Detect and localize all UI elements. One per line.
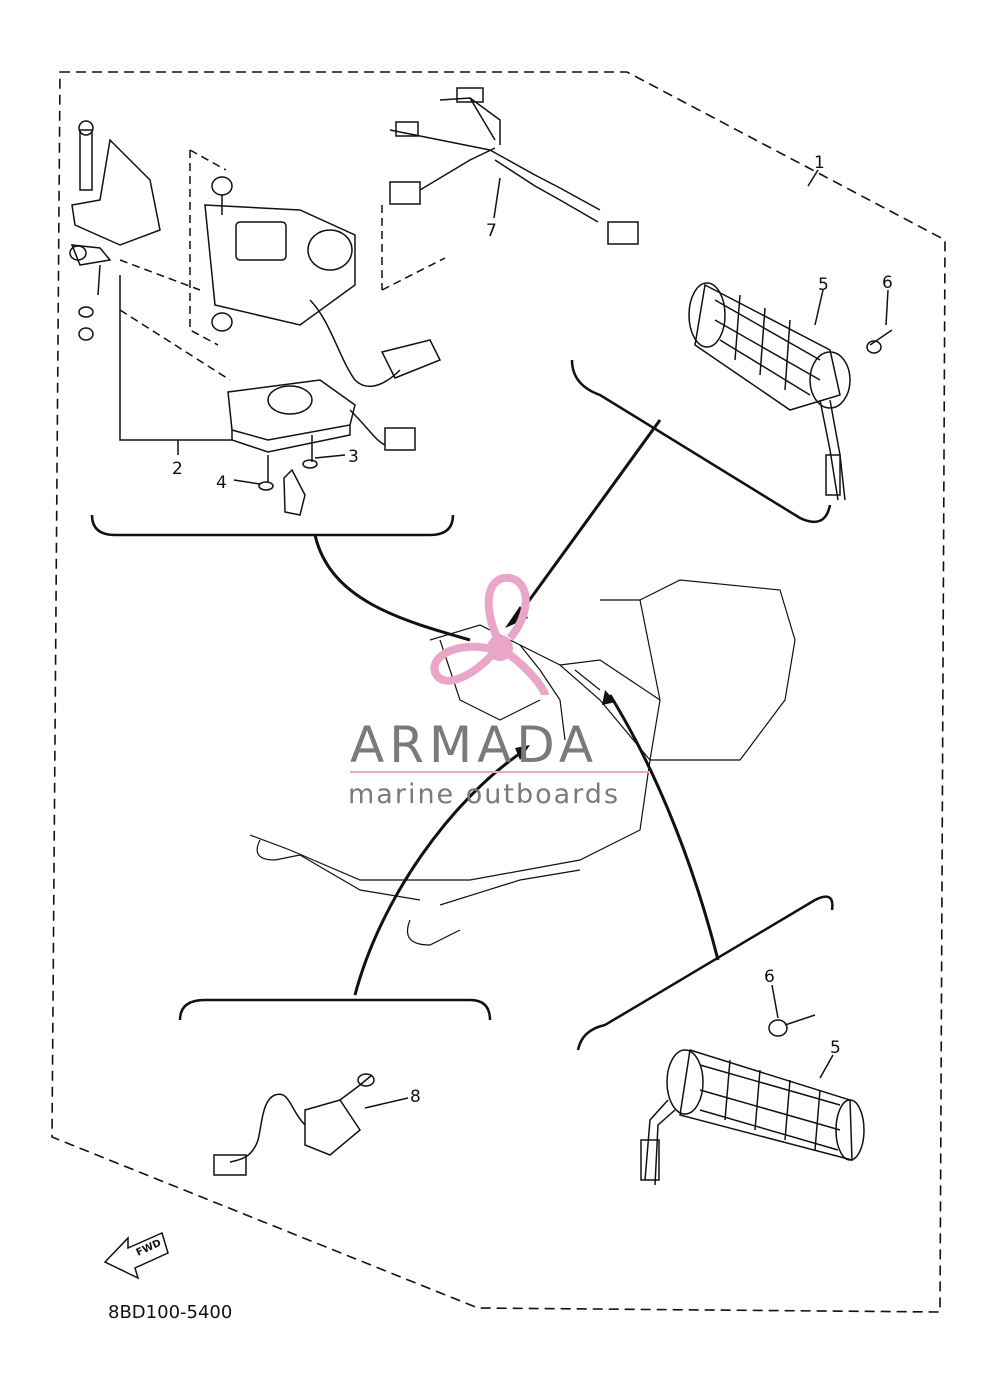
heated-grip-bottom bbox=[576, 895, 865, 1186]
armada-watermark: ARMADA marine outboards bbox=[348, 573, 650, 810]
callout-8: 8 bbox=[410, 1087, 421, 1107]
snowmobile-outline bbox=[249, 579, 796, 946]
callout-2: 2 bbox=[172, 459, 183, 479]
callout-7: 7 bbox=[486, 221, 497, 241]
callout-4: 4 bbox=[216, 473, 227, 493]
propeller-logo bbox=[430, 573, 549, 697]
switch-assembly bbox=[178, 998, 492, 1176]
callout-6-bottom: 6 bbox=[764, 967, 775, 987]
control-box-assembly bbox=[69, 120, 455, 537]
callout-5-bottom: 5 bbox=[830, 1038, 841, 1058]
callout-5-top: 5 bbox=[818, 275, 829, 295]
watermark-brand: ARMADA bbox=[350, 716, 598, 774]
drawing-code: 8BD100-5400 bbox=[108, 1302, 232, 1323]
fwd-arrow: FWD bbox=[103, 1231, 169, 1280]
watermark-tagline: marine outboards bbox=[348, 779, 620, 810]
callout-3: 3 bbox=[348, 447, 359, 467]
assembly-boundary bbox=[51, 71, 946, 1313]
connector-arrows bbox=[313, 419, 720, 996]
wire-harness bbox=[381, 87, 639, 291]
callout-6-top: 6 bbox=[882, 273, 893, 293]
heated-grip-top bbox=[570, 169, 893, 524]
callout-1: 1 bbox=[814, 153, 825, 173]
